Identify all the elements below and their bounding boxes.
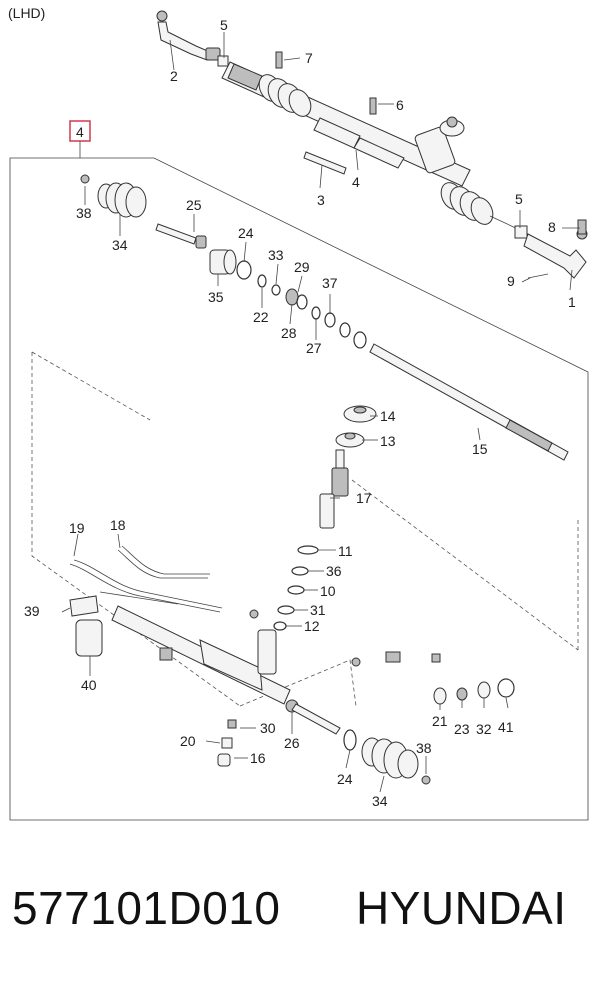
callout-31: 31 (310, 602, 326, 618)
callout-26: 26 (284, 735, 300, 751)
callout-19: 19 (69, 520, 85, 536)
callout-25: 25 (186, 197, 202, 213)
exploded-view-drawing: .part { fill:#f4f4f4; stroke:#333; strok… (8, 5, 589, 821)
assembly-frame (9, 120, 589, 821)
callout-1: 1 (568, 294, 576, 310)
callout-2: 2 (170, 68, 178, 84)
callout-41: 41 (498, 719, 514, 735)
part-number: 577101D010 (12, 882, 281, 934)
callout-24-top: 24 (238, 225, 254, 241)
callout-18: 18 (110, 517, 126, 533)
callout-22: 22 (253, 309, 269, 325)
callout-20: 20 (180, 733, 196, 749)
callout-13: 13 (380, 433, 396, 449)
callout-10: 10 (320, 583, 336, 599)
callout-labels: 1 2 3 4 4 5 5 6 7 8 9 10 11 12 13 14 15 … (24, 17, 576, 809)
callout-38-top: 38 (76, 205, 92, 221)
callout-4-boxed: 4 (76, 124, 84, 140)
callout-17: 17 (356, 490, 372, 506)
callout-27: 27 (306, 340, 322, 356)
callout-15: 15 (472, 441, 488, 457)
callout-21: 21 (432, 713, 448, 729)
callout-35: 35 (208, 289, 224, 305)
callout-7: 7 (305, 50, 313, 66)
callout-5-top: 5 (220, 17, 228, 33)
callout-32: 32 (476, 721, 492, 737)
callout-40: 40 (81, 677, 97, 693)
brand-name: HYUNDAI (356, 882, 567, 934)
callout-37: 37 (322, 275, 338, 291)
callout-6: 6 (396, 97, 404, 113)
callout-12: 12 (304, 618, 320, 634)
exploded-parts (61, 174, 569, 793)
callout-28: 28 (281, 325, 297, 341)
callout-34-top: 34 (112, 237, 128, 253)
callout-33: 33 (268, 247, 284, 263)
callout-5-right: 5 (515, 191, 523, 207)
callout-24-bottom: 24 (337, 771, 353, 787)
callout-3: 3 (317, 192, 325, 208)
top-assembly (156, 10, 588, 291)
callout-16: 16 (250, 750, 266, 766)
callout-4: 4 (352, 174, 360, 190)
callout-11: 11 (338, 543, 353, 559)
callout-23: 23 (454, 721, 470, 737)
callout-39: 39 (24, 603, 40, 619)
callout-34-bottom: 34 (372, 793, 388, 809)
callout-36: 36 (326, 563, 342, 579)
callout-29: 29 (294, 259, 310, 275)
callout-9: 9 (507, 273, 515, 289)
product-caption: 577101D010 HYUNDAI (0, 878, 600, 948)
callout-8: 8 (548, 219, 556, 235)
callout-38-bottom: 38 (416, 740, 432, 756)
callout-30: 30 (260, 720, 276, 736)
callout-14: 14 (380, 408, 396, 424)
variant-label: (LHD) (8, 5, 45, 21)
